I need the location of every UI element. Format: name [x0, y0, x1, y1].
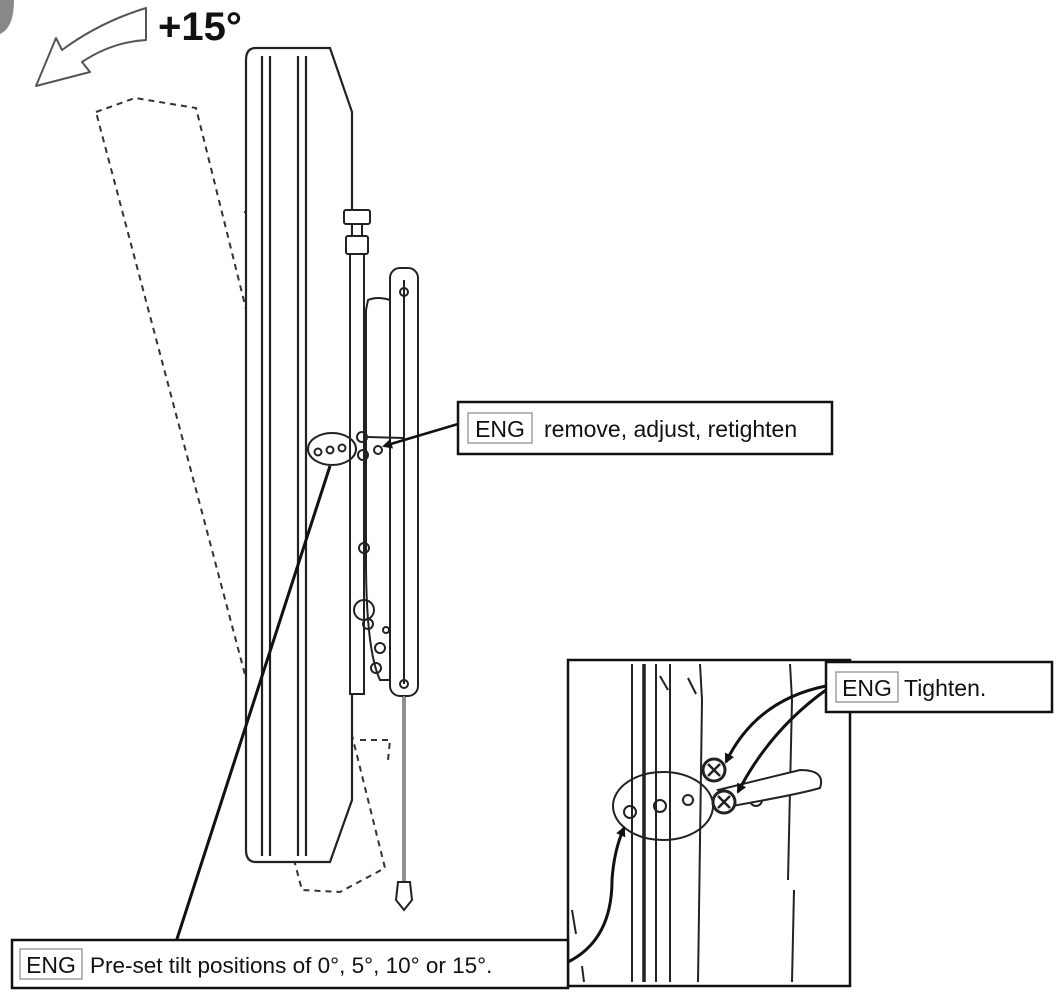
tighten-arrow-2	[736, 688, 827, 794]
adjust-arrow	[382, 422, 459, 449]
corner-tab	[0, 0, 14, 34]
preset-hole-group	[307, 431, 405, 466]
display-panel	[244, 46, 354, 864]
tilt-bracket	[343, 209, 419, 912]
detail-inset	[566, 658, 852, 988]
callout-tighten-text: Tighten.	[904, 675, 986, 701]
callout-preset-tag: ENG	[26, 952, 76, 978]
callout-preset-text: Pre-set tilt positions of 0°, 5°, 10° or…	[90, 953, 492, 978]
tighten-arrow-1	[724, 684, 827, 764]
callout-adjust-tag: ENG	[475, 416, 525, 442]
callout-tighten: ENG Tighten.	[824, 660, 1054, 714]
callout-tighten-tag: ENG	[842, 675, 892, 701]
tilt-angle-label: +15°	[158, 5, 242, 49]
preset-arrow	[567, 826, 626, 964]
preset-leader-line	[174, 465, 332, 943]
callout-adjust-text: remove, adjust, retighten	[544, 416, 797, 442]
tilt-direction-arrow-icon	[35, 7, 147, 87]
callout-preset: ENG Pre-set tilt positions of 0°, 5°, 10…	[10, 938, 570, 990]
callout-adjust: ENG remove, adjust, retighten	[456, 400, 834, 456]
